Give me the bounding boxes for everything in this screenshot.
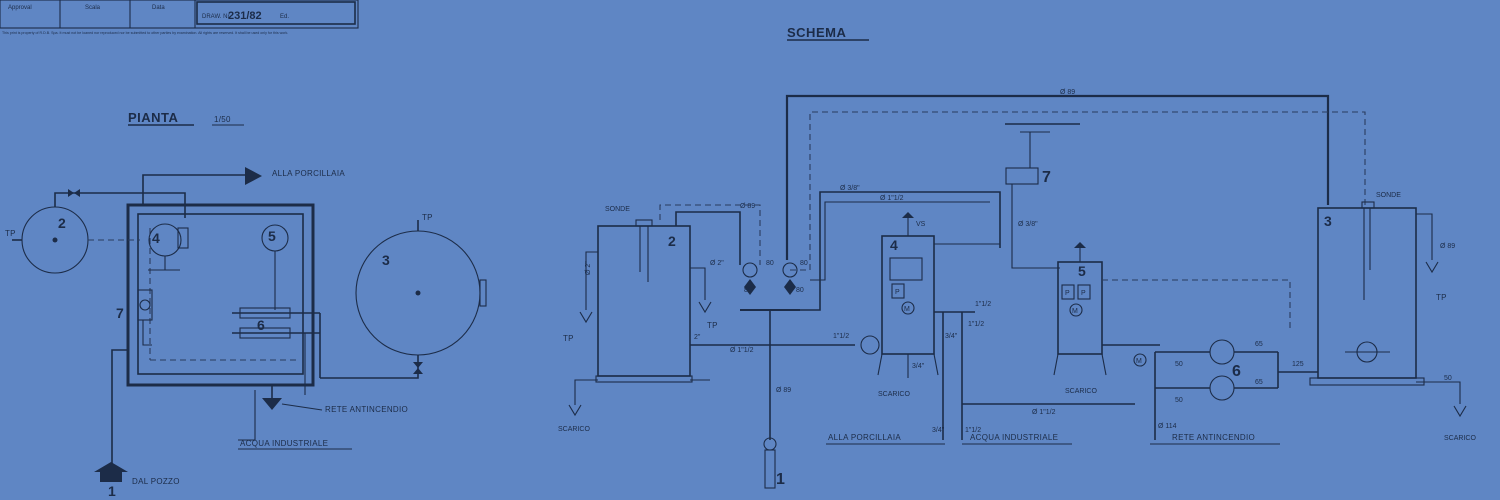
pipe-50-a: 50 <box>1175 361 1183 368</box>
pipe-65-b: 65 <box>1255 379 1263 386</box>
pipe-112-c: 1"1/2 <box>833 333 849 340</box>
schema-acqua-industriale: ACQUA INDUSTRIALE <box>970 433 1058 442</box>
pipe-80-c: 80 <box>744 287 752 294</box>
title-block-scale: Scala <box>85 5 101 11</box>
pianta-rete-antincendio: RETE ANTINCENDIO <box>325 405 408 414</box>
symbol-p-3: P <box>1081 290 1086 297</box>
pipe-2c: 2" <box>694 334 701 341</box>
pianta-plan: PIANTA 1/50 TP 2 ALLA PORCILLAIA 4 5 <box>5 110 487 499</box>
schema-tp-c: TP <box>1436 293 1447 302</box>
pipe-38-a: Ø 3/8" <box>840 185 860 192</box>
schema-num-2: 2 <box>668 233 676 249</box>
pianta-num-2: 2 <box>58 215 66 231</box>
schema-rete-antincendio: RETE ANTINCENDIO <box>1172 433 1255 442</box>
pipe-114: Ø 114 <box>1158 423 1177 430</box>
symbol-p-1: P <box>895 289 900 296</box>
pipe-65-a: 65 <box>1255 341 1263 348</box>
title-block-ed: Ed. <box>280 14 289 20</box>
pipe-2-right: Ø 2" <box>710 260 724 267</box>
pipe-112-e: 1"1/2 <box>968 321 984 328</box>
schema-scarico-c: SCARICO <box>1065 388 1097 395</box>
pipe-89-c: Ø 89 <box>776 387 791 394</box>
schema-alla-porcillaia: ALLA PORCILLAIA <box>828 433 901 442</box>
symbol-p-2: P <box>1065 290 1070 297</box>
schema-num-3: 3 <box>1324 213 1332 229</box>
pipe-80-d: 80 <box>796 287 804 294</box>
pianta-num-6: 6 <box>257 317 265 333</box>
pianta-scale: 1/50 <box>214 115 231 124</box>
title-block: Approval Scala Data DRAW. Nr. 231/82 Ed.… <box>0 0 359 35</box>
pianta-num-5: 5 <box>268 228 276 244</box>
pipe-89-b: Ø 89 <box>740 203 755 210</box>
pianta-tp-top: TP <box>422 213 433 222</box>
schema-scarico-d: SCARICO <box>1444 435 1476 442</box>
pipe-112-d: 1"1/2 <box>975 301 991 308</box>
schema-sonde-left: SONDE <box>605 206 630 213</box>
pianta-title: PIANTA <box>128 110 179 125</box>
title-block-approval: Approval <box>8 5 32 11</box>
pipe-80-a: 80 <box>766 260 774 267</box>
pipe-top-89: Ø 89 <box>1060 89 1075 96</box>
schema-num-4: 4 <box>890 237 898 253</box>
pipe-112-g: 1"1/2 <box>965 427 981 434</box>
pipe-125: 125 <box>1292 361 1304 368</box>
pianta-num-4: 4 <box>152 230 160 246</box>
schema-sonde-right: SONDE <box>1376 192 1401 199</box>
pipe-34-b: 3/4" <box>945 333 958 340</box>
pipe-112-a: Ø 1"1/2 <box>880 195 904 202</box>
title-block-drawno: 231/82 <box>228 10 262 22</box>
schema-tp-a: TP <box>563 334 574 343</box>
pipe-89-d: Ø 89 <box>1440 243 1455 250</box>
pipe-34-a: 3/4" <box>912 363 925 370</box>
pianta-num-3: 3 <box>382 252 390 268</box>
schema-diagram: SCHEMA Ø 89 SONDE 2 Ø 2" TP Ø 2" TP SCAR… <box>558 25 1476 489</box>
pipe-112-b: Ø 1"1/2 <box>730 347 754 354</box>
pipe-38-b: Ø 3/8" <box>1018 221 1038 228</box>
schema-title: SCHEMA <box>787 25 846 40</box>
pipe-50-b: 50 <box>1175 397 1183 404</box>
pipe-80-b: 80 <box>800 260 808 267</box>
symbol-m-1: M <box>904 306 910 313</box>
pianta-num-1: 1 <box>108 483 116 499</box>
pipe-34-c: 3/4" <box>932 427 945 434</box>
pianta-acqua-industriale: ACQUA INDUSTRIALE <box>240 439 328 448</box>
symbol-m-3: M <box>1136 358 1142 365</box>
schema-num-5: 5 <box>1078 263 1086 279</box>
pipe-50-c: 50 <box>1444 375 1452 382</box>
pianta-num-7: 7 <box>116 305 124 321</box>
symbol-m-2: M <box>1072 308 1078 315</box>
schema-num-6: 6 <box>1232 363 1241 380</box>
pipe-2-left: Ø 2" <box>585 261 592 275</box>
title-block-notice: This print is property of R.D.B. Spa. It… <box>2 31 288 35</box>
schema-scarico-b: SCARICO <box>878 391 910 398</box>
schema-scarico-a: SCARICO <box>558 426 590 433</box>
title-block-drawno-label: DRAW. Nr. <box>202 14 231 20</box>
schema-num-7: 7 <box>1042 169 1051 186</box>
pianta-dal-pozzo: DAL POZZO <box>132 477 180 486</box>
pianta-tp-left: TP <box>5 229 16 238</box>
schema-tp-b: TP <box>707 321 718 330</box>
pianta-alla-porcillaia: ALLA PORCILLAIA <box>272 169 345 178</box>
pipe-112-f: Ø 1"1/2 <box>1032 409 1056 416</box>
schema-num-1: 1 <box>776 471 785 488</box>
schema-vs: VS <box>916 221 926 228</box>
title-block-date: Data <box>152 5 165 11</box>
